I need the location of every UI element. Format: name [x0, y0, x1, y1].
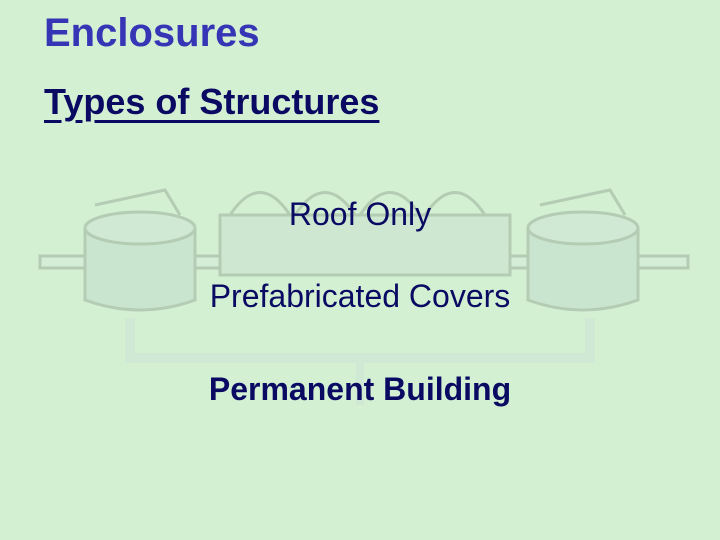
item-roof-only: Roof Only [288, 196, 432, 232]
item-prefabricated-covers: Prefabricated Covers [209, 278, 511, 314]
slide-subtitle: Types of Structures [44, 81, 380, 122]
item-permanent-building: Permanent Building [208, 371, 512, 407]
slide-title: Enclosures [44, 11, 260, 55]
